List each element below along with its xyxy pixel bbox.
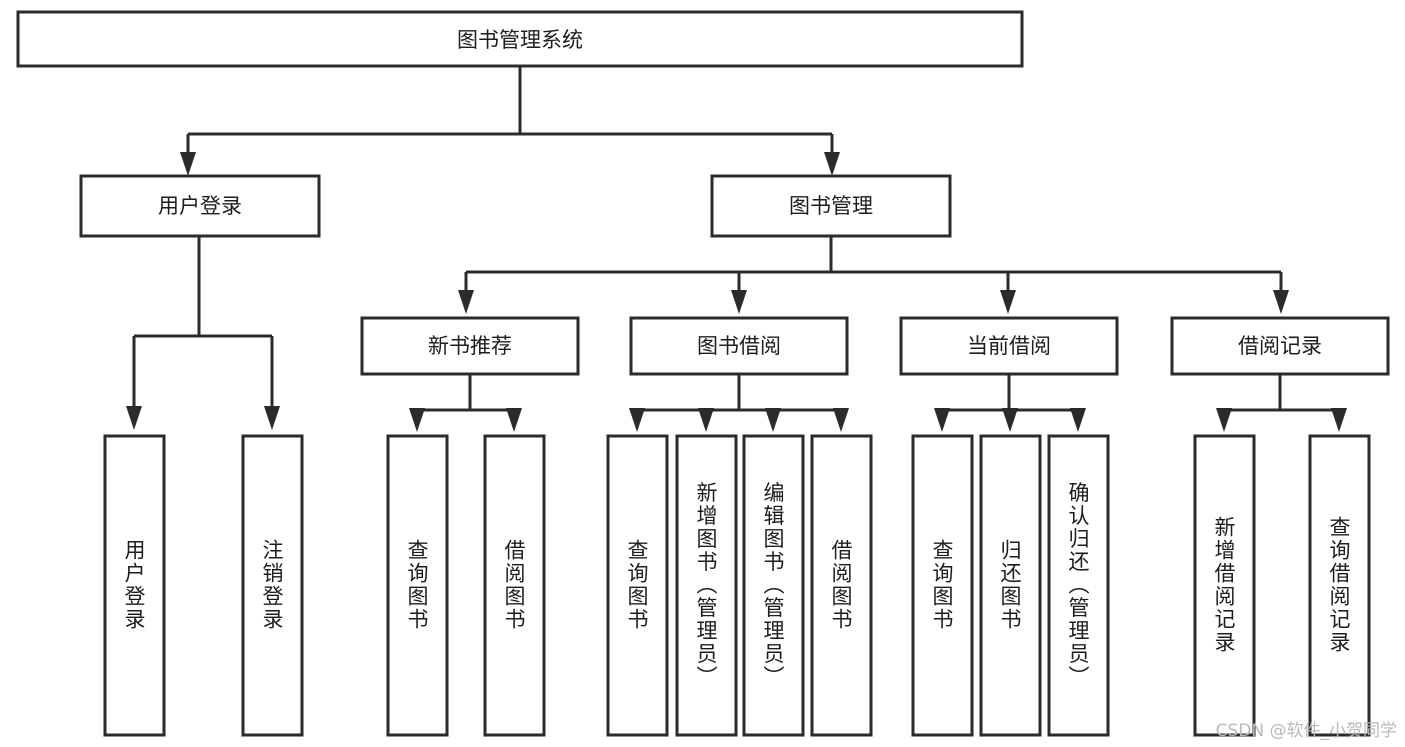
- arrow-leaf-query-record: [1331, 408, 1347, 432]
- node-new-book-recommend[interactable]: 新书推荐: [360, 316, 580, 376]
- node-user-login[interactable]: 用户登录: [79, 174, 321, 238]
- node-leaf-query-record[interactable]: 查询借阅记录: [1308, 434, 1371, 737]
- node-leaf-return-book-label: 归还图书: [998, 539, 1022, 631]
- node-book-borrow-label: 图书借阅: [697, 334, 781, 358]
- arrow-leaf-borrow-book-1: [506, 408, 522, 432]
- node-leaf-query-record-label: 查询借阅记录: [1327, 516, 1351, 654]
- node-new-book-recommend-label: 新书推荐: [428, 334, 512, 358]
- node-leaf-query-record-box[interactable]: [1308, 434, 1371, 737]
- arrow-leaf-query-book-1: [409, 408, 425, 432]
- node-leaf-edit-book-box[interactable]: [742, 434, 805, 737]
- arrow-book-manage: [824, 152, 840, 176]
- node-user-login-box[interactable]: [79, 174, 321, 238]
- node-leaf-add-record-label: 新增借阅记录: [1212, 516, 1236, 654]
- node-leaf-query-book-3-box[interactable]: [911, 434, 974, 737]
- node-leaf-edit-book[interactable]: 编辑图书（管理员）: [742, 434, 805, 737]
- node-leaf-query-book-2-label: 查询图书: [625, 539, 649, 631]
- arrow-leaf-user-login: [126, 406, 142, 430]
- node-leaf-add-record-box[interactable]: [1193, 434, 1256, 737]
- node-leaf-logout-login[interactable]: 注销登录: [241, 434, 304, 737]
- node-root[interactable]: 图书管理系统: [16, 10, 1024, 68]
- node-leaf-query-book-3[interactable]: 查询图书: [911, 434, 974, 737]
- arrow-leaf-add-record: [1216, 408, 1232, 432]
- node-leaf-add-book-box[interactable]: [675, 434, 738, 737]
- node-leaf-query-book-1[interactable]: 查询图书: [386, 434, 449, 737]
- node-leaf-user-login-label: 用户登录: [122, 539, 146, 631]
- node-leaf-borrow-book-2-label: 借阅图书: [829, 539, 853, 631]
- node-current-borrow-label: 当前借阅: [967, 334, 1051, 358]
- arrow-borrow-record: [1273, 290, 1289, 314]
- node-leaf-borrow-book-2[interactable]: 借阅图书: [810, 434, 873, 737]
- node-leaf-logout-login-box[interactable]: [241, 434, 304, 737]
- node-leaf-confirm-return-label: 确认归还（管理员）: [1066, 482, 1090, 689]
- node-leaf-borrow-book-1[interactable]: 借阅图书: [483, 434, 546, 737]
- arrow-leaf-return-book: [1002, 408, 1018, 432]
- node-leaf-query-book-1-label: 查询图书: [405, 539, 429, 631]
- node-leaf-confirm-return[interactable]: 确认归还（管理员）: [1047, 434, 1110, 737]
- arrow-leaf-query-book-3: [934, 408, 950, 432]
- node-book-manage-label: 图书管理: [789, 194, 873, 218]
- node-leaf-return-book-box[interactable]: [979, 434, 1042, 737]
- arrow-current-borrow: [1000, 290, 1016, 314]
- connectors: [126, 66, 1347, 432]
- node-leaf-query-book-2[interactable]: 查询图书: [606, 434, 669, 737]
- node-leaf-add-record[interactable]: 新增借阅记录: [1193, 434, 1256, 737]
- node-book-manage[interactable]: 图书管理: [710, 174, 952, 238]
- node-current-borrow[interactable]: 当前借阅: [899, 316, 1119, 376]
- node-leaf-borrow-book-2-box[interactable]: [810, 434, 873, 737]
- node-borrow-record[interactable]: 借阅记录: [1170, 316, 1390, 376]
- node-book-borrow[interactable]: 图书借阅: [629, 316, 849, 376]
- arrow-leaf-confirm-return: [1070, 408, 1086, 432]
- arrow-leaf-borrow-book-2: [833, 408, 849, 432]
- arrow-leaf-logout-login: [264, 406, 280, 430]
- node-leaf-add-book-label: 新增图书（管理员）: [694, 482, 718, 689]
- node-new-book-recommend-box[interactable]: [360, 316, 580, 376]
- node-leaf-query-book-3-label: 查询图书: [930, 539, 954, 631]
- node-leaf-return-book[interactable]: 归还图书: [979, 434, 1042, 737]
- node-user-login-label: 用户登录: [158, 194, 242, 218]
- node-leaf-user-login-box[interactable]: [103, 434, 166, 737]
- node-leaf-borrow-book-1-label: 借阅图书: [502, 539, 526, 631]
- arrow-leaf-query-book-2: [629, 408, 645, 432]
- node-leaf-confirm-return-box[interactable]: [1047, 434, 1110, 737]
- arrow-leaf-add-book: [698, 408, 714, 432]
- node-book-manage-box[interactable]: [710, 174, 952, 238]
- node-borrow-record-box[interactable]: [1170, 316, 1390, 376]
- node-book-borrow-box[interactable]: [629, 316, 849, 376]
- arrow-user-login: [180, 152, 196, 176]
- node-root-box[interactable]: [16, 10, 1024, 68]
- node-borrow-record-label: 借阅记录: [1238, 334, 1322, 358]
- node-leaf-borrow-book-1-box[interactable]: [483, 434, 546, 737]
- csdn-watermark: CSDN @软件_小贺同学: [1215, 721, 1397, 741]
- node-leaf-edit-book-label: 编辑图书（管理员）: [761, 482, 785, 689]
- arrow-book-borrow: [731, 290, 747, 314]
- node-leaf-user-login[interactable]: 用户登录: [103, 434, 166, 737]
- node-leaf-add-book[interactable]: 新增图书（管理员）: [675, 434, 738, 737]
- node-root-label: 图书管理系统: [457, 28, 583, 52]
- arrow-leaf-edit-book: [765, 408, 781, 432]
- node-leaf-query-book-1-box[interactable]: [386, 434, 449, 737]
- node-leaf-logout-login-label: 注销登录: [260, 539, 284, 631]
- node-leaf-query-book-2-box[interactable]: [606, 434, 669, 737]
- arrow-new-book-recommend: [458, 290, 474, 314]
- node-current-borrow-box[interactable]: [899, 316, 1119, 376]
